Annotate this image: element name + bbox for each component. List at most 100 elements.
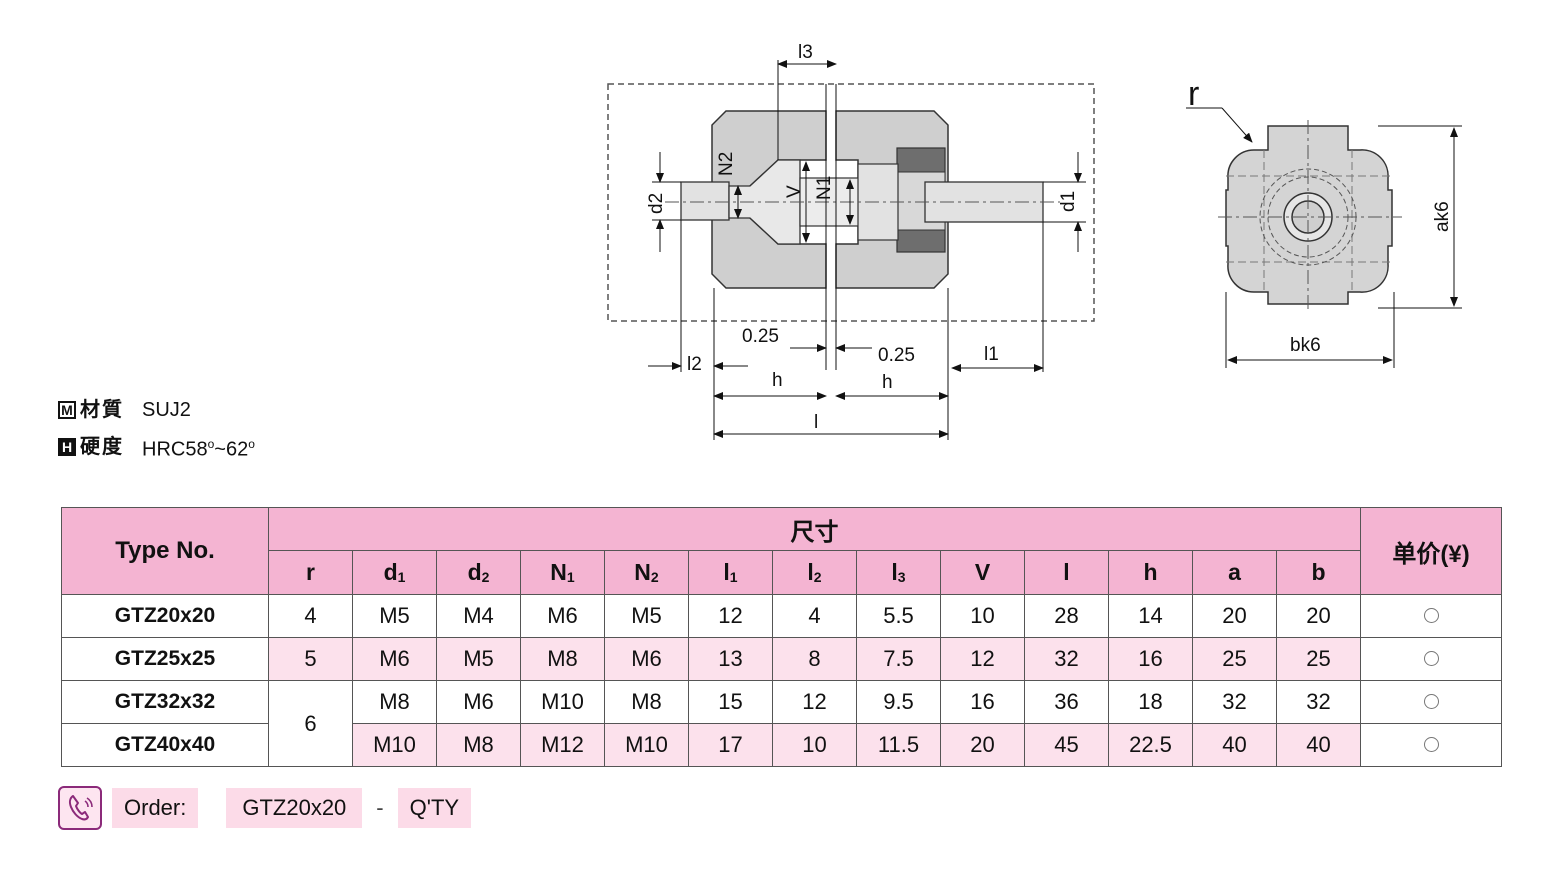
value-cell: M12 [520, 723, 605, 767]
value-cell: 28 [1024, 594, 1109, 638]
dim-gap-right: 0.25 [878, 345, 915, 366]
value-cell: 17 [688, 723, 773, 767]
column-header-label: V [974, 559, 991, 585]
column-header-label: b [1311, 559, 1326, 585]
column-header: l3 [856, 550, 941, 595]
r-cell: 6 [268, 680, 353, 767]
dim-n2: N2 [716, 152, 737, 176]
value-cell: M6 [436, 680, 521, 724]
material-value: SUJ2 [142, 399, 191, 421]
value-cell: M8 [520, 637, 605, 681]
spec-notes: M 材質 SUJ2 H 硬度 HRC58o~62o [58, 393, 255, 467]
column-header-label: h [1143, 559, 1158, 585]
column-header-label: l [891, 559, 898, 585]
value-cell: 32 [1275, 680, 1362, 724]
value-cell: 10 [940, 594, 1025, 638]
order-line: Order: GTZ20x20 - Q'TY [58, 785, 472, 830]
material-badge: M [58, 401, 76, 419]
column-header: N1 [520, 550, 605, 595]
value-cell: 20 [1275, 594, 1362, 638]
value-cell: 5.5 [856, 594, 941, 638]
value-cell: 8 [772, 637, 857, 681]
column-header-subscript: 1 [566, 569, 575, 585]
column-header: b [1275, 550, 1362, 595]
column-header-label: l [723, 559, 730, 585]
dim-bk6: bk6 [1290, 335, 1321, 356]
value-cell: 20 [1192, 594, 1277, 638]
column-header-label: l [1063, 559, 1070, 585]
column-header: l [1024, 550, 1109, 595]
dim-ak6: ak6 [1432, 201, 1453, 232]
order-code: GTZ20x20 [226, 787, 363, 828]
technical-drawing: l3 d2 N2 V N1 d1 0.25 0.25 l2 l1 [607, 42, 1462, 440]
side-view: l3 d2 N2 V N1 d1 0.25 0.25 l2 l1 [607, 42, 1095, 440]
price-cell [1360, 594, 1503, 638]
value-cell: 13 [688, 637, 773, 681]
r-cell: 5 [268, 637, 353, 681]
dim-h-right: h [882, 372, 893, 393]
dim-d2: d2 [646, 193, 667, 214]
order-dash: - [376, 794, 384, 820]
column-header: d1 [352, 550, 437, 595]
column-header-label: N [550, 559, 567, 585]
value-cell: 16 [1108, 637, 1193, 681]
value-cell: 32 [1192, 680, 1277, 724]
phone-icon [58, 785, 102, 830]
type-header: Type No. [61, 507, 269, 595]
column-header-subscript: 1 [397, 569, 406, 585]
column-header-subscript: 2 [813, 569, 822, 585]
value-cell: M6 [604, 637, 689, 681]
value-cell: 16 [940, 680, 1025, 724]
value-cell: M8 [352, 680, 437, 724]
value-cell: M10 [352, 723, 437, 767]
column-header: h [1108, 550, 1193, 595]
price-cell [1360, 723, 1503, 767]
column-header: N2 [604, 550, 689, 595]
dim-r: r [1188, 75, 1199, 113]
material-row: M 材質 SUJ2 [58, 393, 255, 427]
column-header: a [1192, 550, 1277, 595]
type-cell: GTZ20x20 [61, 594, 269, 638]
column-header-subscript: 3 [897, 569, 906, 585]
hardness-badge: H [58, 437, 76, 456]
column-header-subscript: 1 [729, 569, 738, 585]
value-cell: M6 [520, 594, 605, 638]
value-cell: 18 [1108, 680, 1193, 724]
value-cell: 4 [772, 594, 857, 638]
column-header-label: d [467, 559, 482, 585]
value-cell: M5 [436, 637, 521, 681]
type-cell: GTZ25x25 [61, 637, 269, 681]
column-header-label: d [383, 559, 398, 585]
value-cell: M10 [604, 723, 689, 767]
value-cell: 25 [1192, 637, 1277, 681]
size-header: 尺寸 [267, 507, 1362, 551]
column-header: r [268, 550, 353, 595]
column-header-label: a [1228, 559, 1241, 585]
hardness-value: HRC58o~62o [142, 427, 255, 467]
hardness-min: HRC58 [142, 438, 208, 461]
value-cell: 40 [1275, 723, 1362, 767]
value-cell: 12 [688, 594, 773, 638]
price-header: 单价(¥) [1360, 507, 1503, 595]
type-cell: GTZ32x32 [61, 680, 269, 724]
column-header-label: r [306, 559, 315, 585]
value-cell: M5 [352, 594, 437, 638]
value-cell: 12 [772, 680, 857, 724]
value-cell: M8 [604, 680, 689, 724]
value-cell: M6 [352, 637, 437, 681]
value-cell: 25 [1275, 637, 1362, 681]
price-cell [1360, 637, 1503, 681]
circle-icon [1423, 608, 1439, 623]
value-cell: 14 [1108, 594, 1193, 638]
value-cell: 40 [1192, 723, 1277, 767]
column-header: V [940, 550, 1025, 595]
dim-v: V [784, 185, 805, 198]
value-cell: 7.5 [856, 637, 941, 681]
value-cell: M10 [520, 680, 605, 724]
value-cell: 22.5 [1108, 723, 1193, 767]
